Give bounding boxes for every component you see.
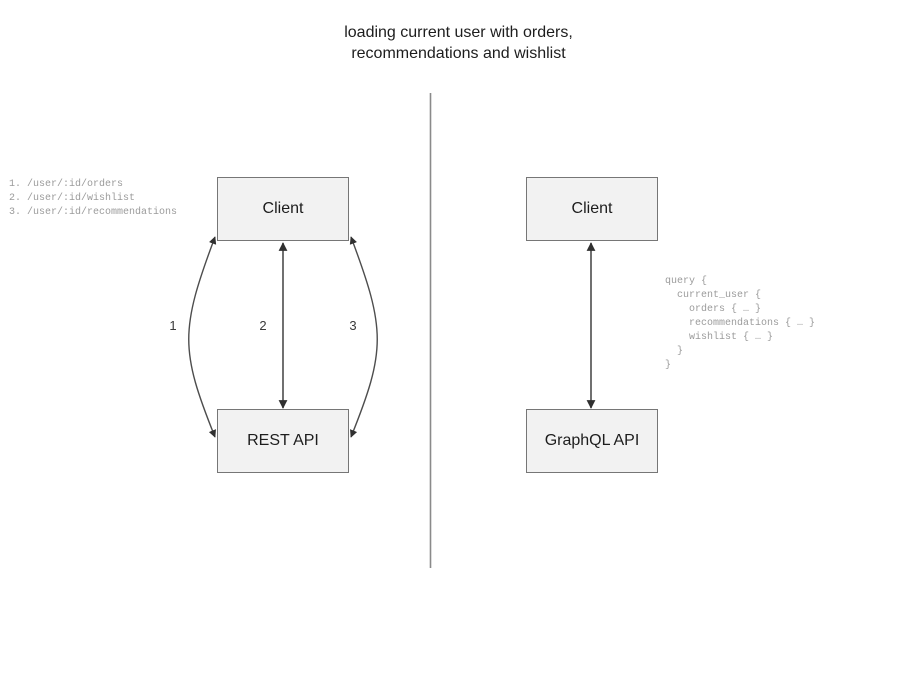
rest-connector-3-curve bbox=[349, 236, 378, 438]
graphql-query-block: query { current_user { orders { … } reco… bbox=[665, 276, 816, 371]
graphql-client-label: Client bbox=[571, 200, 613, 217]
rest-api-node[interactable]: REST API bbox=[217, 409, 349, 473]
rest-edge-label-1: 1 bbox=[169, 318, 177, 333]
diagram-title: loading current user with orders, recomm… bbox=[344, 24, 573, 62]
rest-connector-1-curve bbox=[188, 236, 217, 438]
graphql-api-label: GraphQL API bbox=[544, 432, 640, 449]
rest-edge-label-2: 2 bbox=[259, 318, 267, 333]
rest-api-label: REST API bbox=[247, 432, 319, 449]
rest-endpoint-list: 1. /user/:id/orders 2. /user/:id/wishlis… bbox=[9, 179, 178, 218]
rest-client-node[interactable]: Client bbox=[217, 177, 349, 241]
graphql-client-node[interactable]: Client bbox=[526, 177, 658, 241]
rest-edge-label-3: 3 bbox=[349, 318, 357, 333]
rest-client-label: Client bbox=[262, 200, 304, 217]
graphql-api-node[interactable]: GraphQL API bbox=[526, 409, 658, 473]
